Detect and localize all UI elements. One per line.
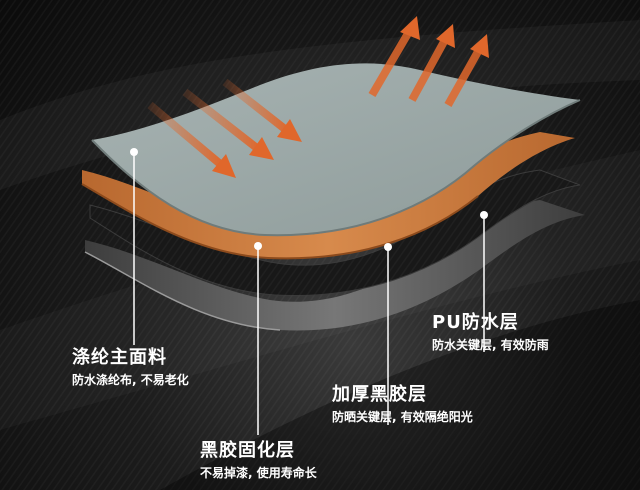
label-description: 防水关键层, 有效防雨 xyxy=(432,338,549,352)
incoming-arrow-icon xyxy=(222,78,302,142)
polyester-fabric-layer xyxy=(92,63,580,236)
callout-pu xyxy=(480,211,488,352)
pu-layer-edge xyxy=(84,251,281,331)
callout-fabric xyxy=(130,148,138,345)
background-fold-bottom xyxy=(160,300,640,490)
thick-rubber-texture xyxy=(90,170,580,296)
outgoing-arrow-icon xyxy=(408,24,455,102)
label-title: 黑胶固化层 xyxy=(200,440,295,461)
incoming-arrow-icon xyxy=(182,88,274,160)
callout-coating xyxy=(254,242,262,435)
outgoing-arrows xyxy=(368,16,489,107)
fabric-layer-edge xyxy=(91,99,581,237)
incoming-arrows xyxy=(147,78,302,178)
label-title: PU防水层 xyxy=(432,312,519,333)
coating-layer-edge xyxy=(81,183,479,260)
label-description: 防水涤纶布, 不易老化 xyxy=(72,373,189,387)
label-pu-layer: PU防水层 防水关键层, 有效防雨 xyxy=(432,312,549,353)
incoming-arrow-icon xyxy=(147,101,236,178)
label-title: 涤纶主面料 xyxy=(72,347,167,368)
callout-rubber xyxy=(384,243,392,425)
label-coating-layer: 黑胶固化层 不易掉漆, 使用寿命长 xyxy=(200,440,317,481)
label-fabric-layer: 涤纶主面料 防水涤纶布, 不易老化 xyxy=(72,347,189,388)
label-description: 防晒关键层, 有效隔绝阳光 xyxy=(332,410,473,424)
label-rubber-layer: 加厚黑胶层 防晒关键层, 有效隔绝阳光 xyxy=(332,384,473,425)
label-description: 不易掉漆, 使用寿命长 xyxy=(200,466,317,480)
outgoing-arrow-icon xyxy=(368,16,420,98)
label-title: 加厚黑胶层 xyxy=(332,384,427,405)
cured-coating-layer xyxy=(82,132,575,259)
outgoing-arrow-icon xyxy=(444,34,489,107)
